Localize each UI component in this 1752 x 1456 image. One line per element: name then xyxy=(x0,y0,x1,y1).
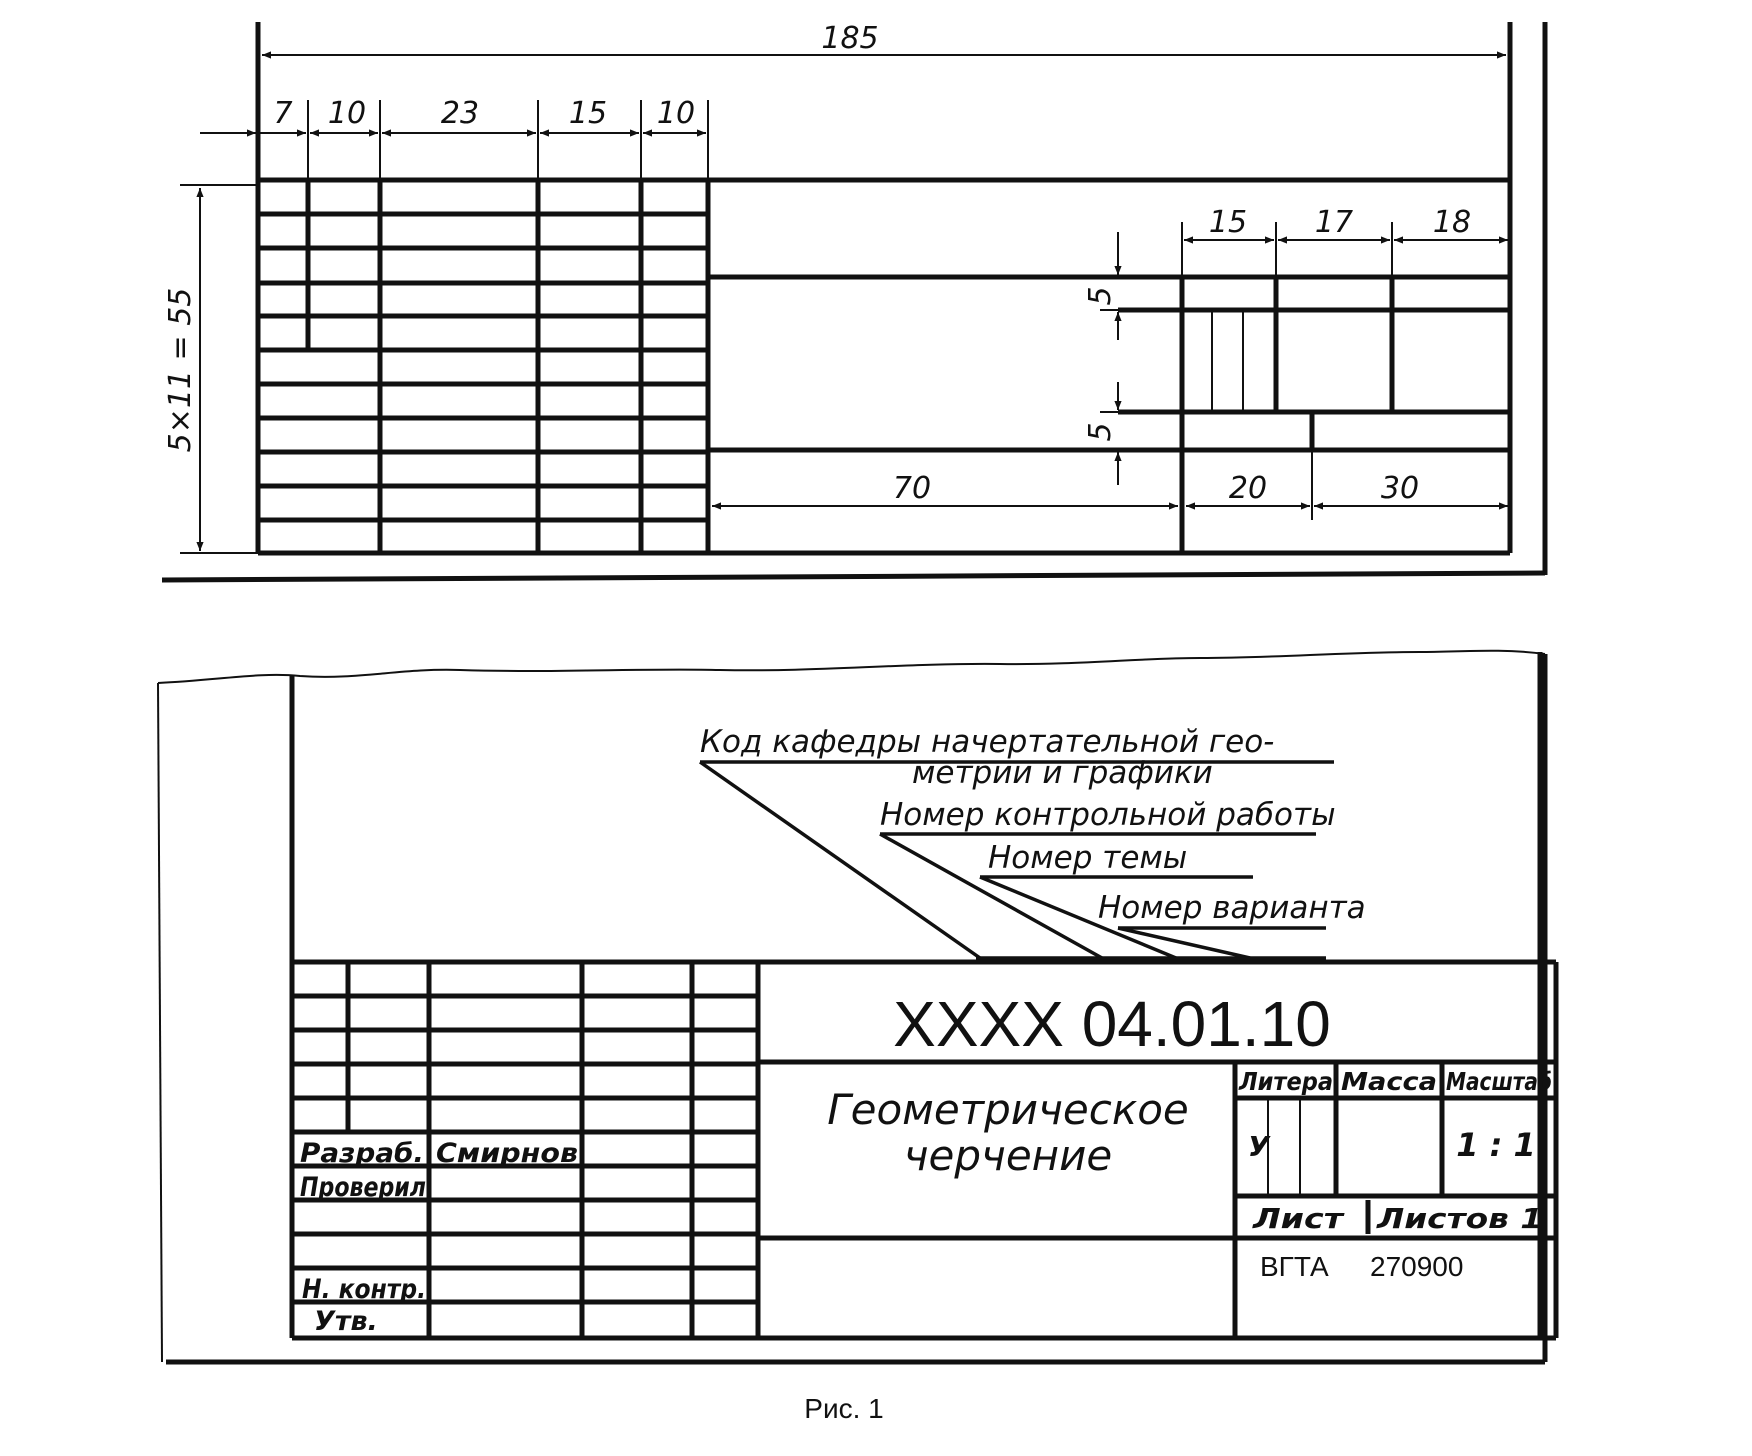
dim-5b-label: 5 xyxy=(1083,422,1118,441)
role-developer: Разраб. xyxy=(300,1138,424,1169)
left-table-rows xyxy=(258,211,708,523)
dim-r15-label: 15 xyxy=(1209,205,1247,240)
sheet-label: Лист xyxy=(1252,1202,1345,1235)
header-litera: Литера xyxy=(1238,1067,1333,1096)
drawing-title-line1: Геометрическое xyxy=(827,1085,1189,1134)
sheets-label: Листов 1 xyxy=(1376,1202,1543,1235)
leader-line-2 xyxy=(879,832,1103,960)
dim-height-label: 5×11 = 55 xyxy=(163,288,198,453)
role-checker: Проверил xyxy=(300,1172,426,1203)
dim-7-label: 7 xyxy=(273,96,292,131)
leader-line-4 xyxy=(1117,926,1251,960)
annotation-work-number: Номер контрольной работы xyxy=(880,797,1336,833)
torn-paper-edge xyxy=(157,649,1546,684)
frame-bottom-line xyxy=(161,570,1546,583)
header-masshtab: Масштаб xyxy=(1446,1067,1552,1096)
developer-name: Смирнов xyxy=(436,1138,578,1169)
annotation-topic-number: Номер темы xyxy=(988,840,1187,876)
dim-20-label: 20 xyxy=(1229,471,1267,506)
sheet-left-edge xyxy=(157,682,163,1363)
dim-10-label: 10 xyxy=(328,96,366,131)
dim-185-label: 185 xyxy=(821,21,878,56)
header-massa: Масса xyxy=(1341,1067,1437,1096)
role-norm-control: Н. контр. xyxy=(302,1274,426,1305)
dim-15-label: 15 xyxy=(569,96,607,131)
designation-code: XXXX 04.01.10 xyxy=(893,988,1331,1060)
scale-value: 1 : 1 xyxy=(1456,1126,1536,1164)
dim-r17-label: 17 xyxy=(1315,205,1353,240)
dim-30-label: 30 xyxy=(1381,471,1419,506)
drawing-title-line2: черчение xyxy=(904,1131,1113,1180)
annotation-variant-number: Номер варианта xyxy=(1098,890,1366,926)
role-approved: Утв. xyxy=(314,1306,378,1337)
litera-value: У xyxy=(1248,1130,1271,1163)
dim-5a-label: 5 xyxy=(1083,286,1118,305)
leader-line-3 xyxy=(979,875,1177,960)
tb-left-rows xyxy=(292,993,758,1305)
dim-23-label: 23 xyxy=(441,96,479,131)
bottom-filled-title-block: Код кафедры начертательной гео- метрии и… xyxy=(157,649,1559,1365)
dim-70-label: 70 xyxy=(893,471,931,506)
leader-line-1 xyxy=(698,760,982,960)
figure-caption: Рис. 1 xyxy=(804,1393,883,1424)
org-name: ВГТА xyxy=(1260,1251,1329,1282)
dim-10b-label: 10 xyxy=(657,96,695,131)
annotation-dept-code-line1: Код кафедры начертательной гео- xyxy=(700,724,1274,760)
top-title-block-drawing: 185 7 10 23 15 10 5×11 = 55 15 17 18 5 5… xyxy=(161,21,1548,583)
org-code: 270900 xyxy=(1370,1251,1463,1282)
annotation-dept-code-line2: метрии и графики xyxy=(912,755,1213,791)
dim-r18-label: 18 xyxy=(1433,205,1471,240)
